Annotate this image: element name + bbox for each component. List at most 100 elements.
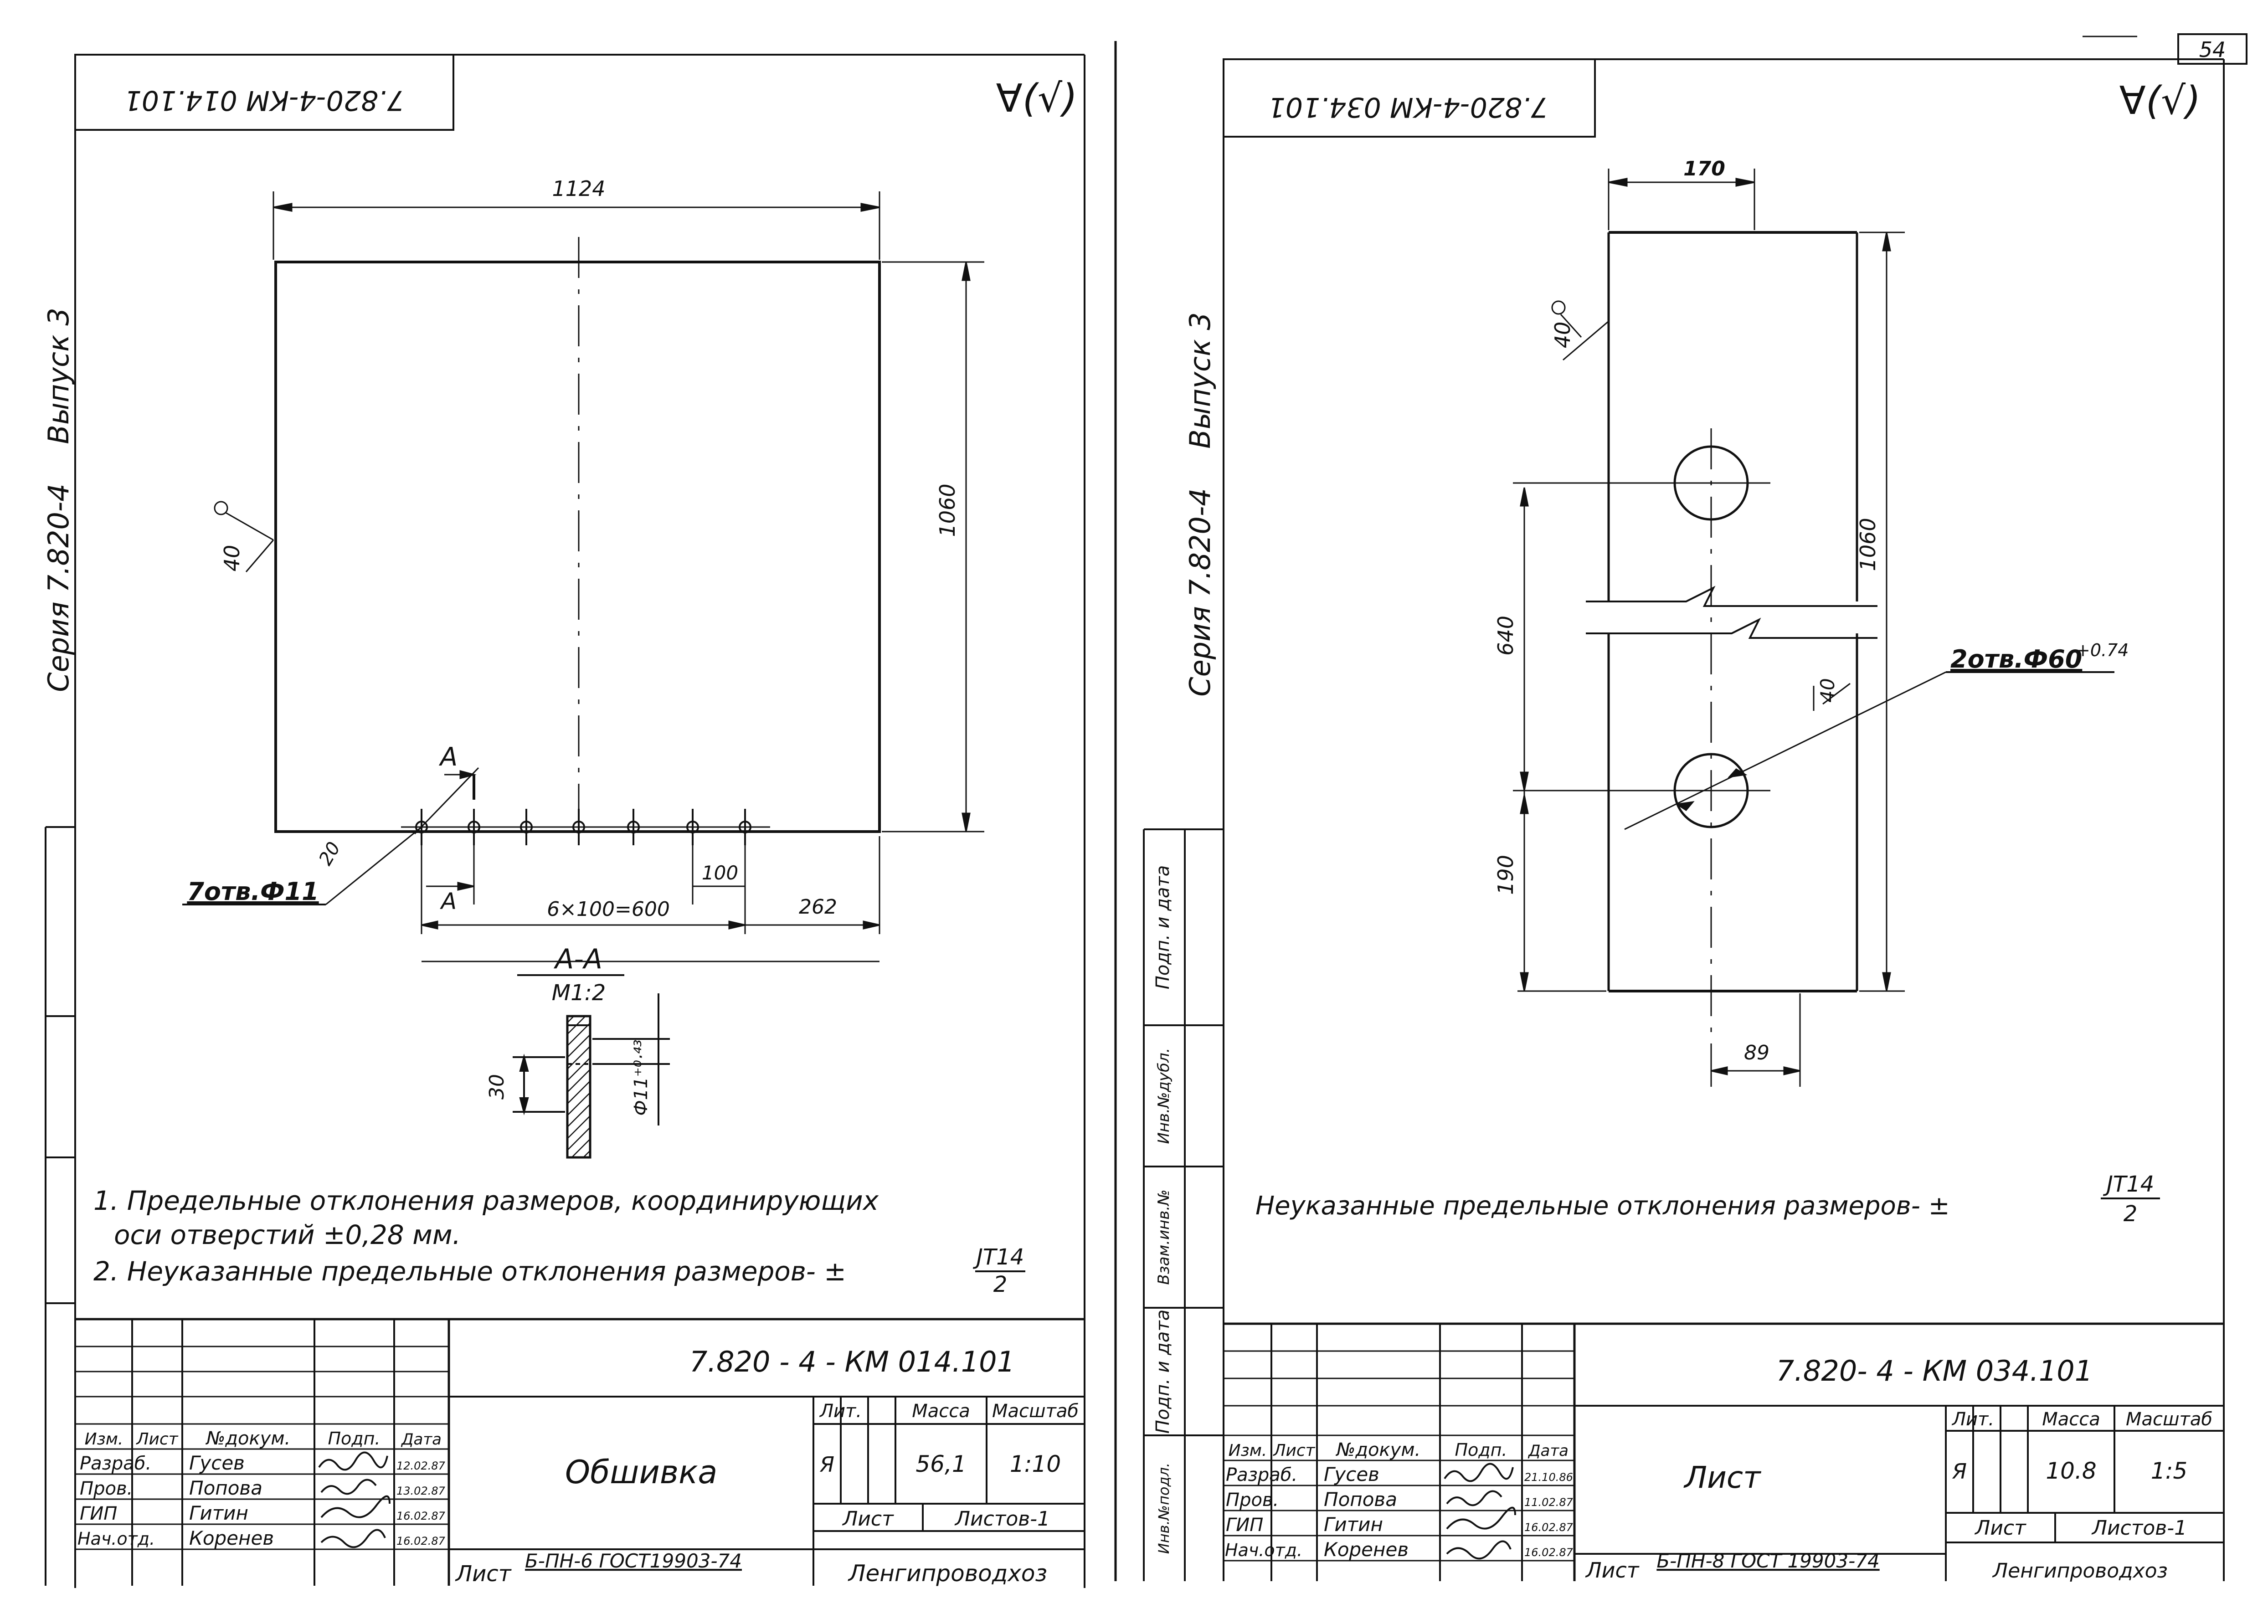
note-2: 2. Неуказанные предельные отклонения раз…	[93, 1256, 846, 1287]
section-title: А-А	[553, 943, 602, 975]
right-tolerance-numerator: JT14	[2103, 1172, 2155, 1197]
right-role-3: ГИП	[1226, 1515, 1263, 1536]
tolerance-numerator: JT14	[973, 1244, 1024, 1270]
left-header-doc: №докум.	[206, 1428, 290, 1449]
dim-width: 1124	[552, 176, 605, 201]
left-sheet-label: Лист	[842, 1507, 894, 1531]
hole-tolerance: Ф11⁺⁰·⁴³	[631, 1039, 652, 1115]
left-part-name: Обшивка	[565, 1454, 717, 1491]
left-scale-value: 1:10	[1010, 1451, 1061, 1477]
right-header-date: Дата	[1527, 1442, 1569, 1460]
right-lit-header: Лит.	[1951, 1409, 1994, 1430]
right-role-1: Разраб.	[1226, 1465, 1297, 1485]
left-name-4: Коренев	[189, 1527, 274, 1549]
right-date-1: 21.10.86	[1524, 1471, 1573, 1484]
panel-drawing	[274, 237, 881, 833]
right-material-prefix: Лист	[1585, 1558, 1640, 1583]
left-signatures	[318, 1451, 391, 1548]
left-mass-value: 56,1	[915, 1451, 966, 1477]
dim-holes-run: 6×100=600	[547, 898, 670, 921]
right-date-2: 11.02.87	[1524, 1496, 1574, 1509]
right-name-2: Попова	[1324, 1488, 1397, 1511]
right-series-label: Серия 7.820-4	[1183, 488, 1217, 696]
left-lit-value: Я	[819, 1452, 834, 1477]
right-roughness-mark: ∀(√)	[2119, 78, 2201, 123]
right-drawing-stamp: 7.820-4-КМ 034.101	[1268, 91, 1548, 123]
right-sheets-label: Листов-1	[2091, 1516, 2187, 1540]
page-number: 54	[2199, 37, 2226, 62]
side-stamp-dup-inv: Инв.№дубл.	[1155, 1048, 1173, 1144]
left-name-1: Гусев	[189, 1452, 245, 1474]
right-name-4: Коренев	[1324, 1538, 1409, 1561]
right-scale-header: Масштаб	[2126, 1409, 2212, 1430]
right-name-1: Гусев	[1324, 1463, 1379, 1485]
right-holes-tolerance: +0.74	[2076, 640, 2129, 660]
left-mass-header: Масса	[912, 1401, 970, 1422]
right-organization: Ленгипроводхоз	[1992, 1559, 2168, 1583]
left-header-list: Лист	[135, 1430, 178, 1449]
left-drawing-stamp: 7.820-4-КМ 014.101	[124, 84, 405, 116]
left-date-4: 16.02.87	[396, 1535, 446, 1547]
side-stamp-sign-date-2: Подп. и дата	[1152, 1310, 1173, 1434]
dim-bottom-offset: 190	[1493, 855, 1518, 895]
right-mass-header: Масса	[2042, 1409, 2100, 1430]
left-material-prefix: Лист	[455, 1561, 512, 1587]
strip-dimensions	[1517, 169, 2114, 1087]
left-lit-header: Лит.	[819, 1401, 862, 1422]
dim-strip-height: 1060	[1856, 518, 1880, 571]
dim-pitch: 100	[702, 862, 738, 884]
right-date-3: 16.02.87	[1524, 1521, 1574, 1534]
left-roughness-mark: ∀(√)	[996, 76, 1078, 121]
left-name-2: Попова	[189, 1477, 262, 1499]
left-role-2: Пров.	[80, 1478, 133, 1499]
left-role-1: Разраб.	[80, 1453, 151, 1474]
dim-hole-spacing: 640	[1493, 616, 1518, 656]
right-signatures	[1444, 1463, 1516, 1560]
right-issue-label: Выпуск 3	[1183, 312, 1217, 448]
left-role-4: Нач.отд.	[77, 1529, 155, 1549]
hole-markers	[415, 809, 751, 845]
left-header-izm: Изм.	[85, 1430, 123, 1449]
right-note: Неуказанные предельные отклонения размер…	[1255, 1191, 1950, 1221]
left-sheets-label: Листов-1	[954, 1507, 1050, 1531]
left-doc-code: 7.820 - 4 - КМ 014.101	[689, 1345, 1015, 1378]
section-mark-top: А	[439, 742, 458, 772]
right-title-block	[1224, 1322, 2224, 1581]
dim-side-offset: 89	[1744, 1041, 1769, 1064]
right-header-list: Лист	[1272, 1441, 1315, 1460]
left-name-3: Гитин	[189, 1502, 248, 1524]
right-role-4: Нач.отд.	[1225, 1540, 1302, 1560]
right-part-name: Лист	[1683, 1460, 1762, 1495]
right-doc-code: 7.820- 4 - КМ 034.101	[1776, 1354, 2093, 1388]
right-scale-value: 1:5	[2151, 1458, 2187, 1484]
left-date-2: 13.02.87	[396, 1485, 446, 1497]
panel-dimensions	[182, 191, 984, 962]
dim-thickness: 30	[485, 1074, 509, 1100]
section-scale: М1:2	[552, 980, 606, 1006]
holes-callout: 7отв.Ф11	[187, 877, 319, 906]
right-tolerance-denominator: 2	[2124, 1201, 2138, 1227]
left-scale-header: Масштаб	[992, 1401, 1079, 1422]
right-material: Б-ПН-8 ГОСТ 19903-74	[1656, 1550, 1879, 1572]
sheet-frames	[45, 33, 2247, 1588]
right-mass-value: 10.8	[2046, 1458, 2096, 1484]
right-lit-value: Я	[1952, 1459, 1967, 1484]
right-date-4: 16.02.87	[1524, 1546, 1574, 1559]
dim-edge: 20	[315, 838, 345, 869]
right-weld-size-2: 40	[1816, 678, 1839, 702]
note-1: 1. Предельные отклонения размеров, коорд…	[93, 1185, 879, 1216]
left-date-1: 12.02.87	[396, 1460, 446, 1472]
right-header-izm: Изм.	[1229, 1441, 1267, 1460]
left-organization: Ленгипроводхоз	[848, 1560, 1047, 1587]
dim-right: 262	[799, 895, 837, 919]
side-stamp-replace-inv: Взам.инв.№	[1155, 1189, 1173, 1285]
weld-size: 40	[220, 545, 244, 572]
right-sheet-label: Лист	[1974, 1516, 2026, 1540]
right-weld-size: 40	[1550, 322, 1575, 349]
right-header-doc: №докум.	[1336, 1439, 1420, 1460]
left-material: Б-ПН-6 ГОСТ19903-74	[525, 1550, 742, 1572]
right-role-2: Пров.	[1226, 1490, 1279, 1511]
tolerance-denominator: 2	[993, 1272, 1008, 1297]
section-mark-bottom: А	[440, 888, 457, 915]
